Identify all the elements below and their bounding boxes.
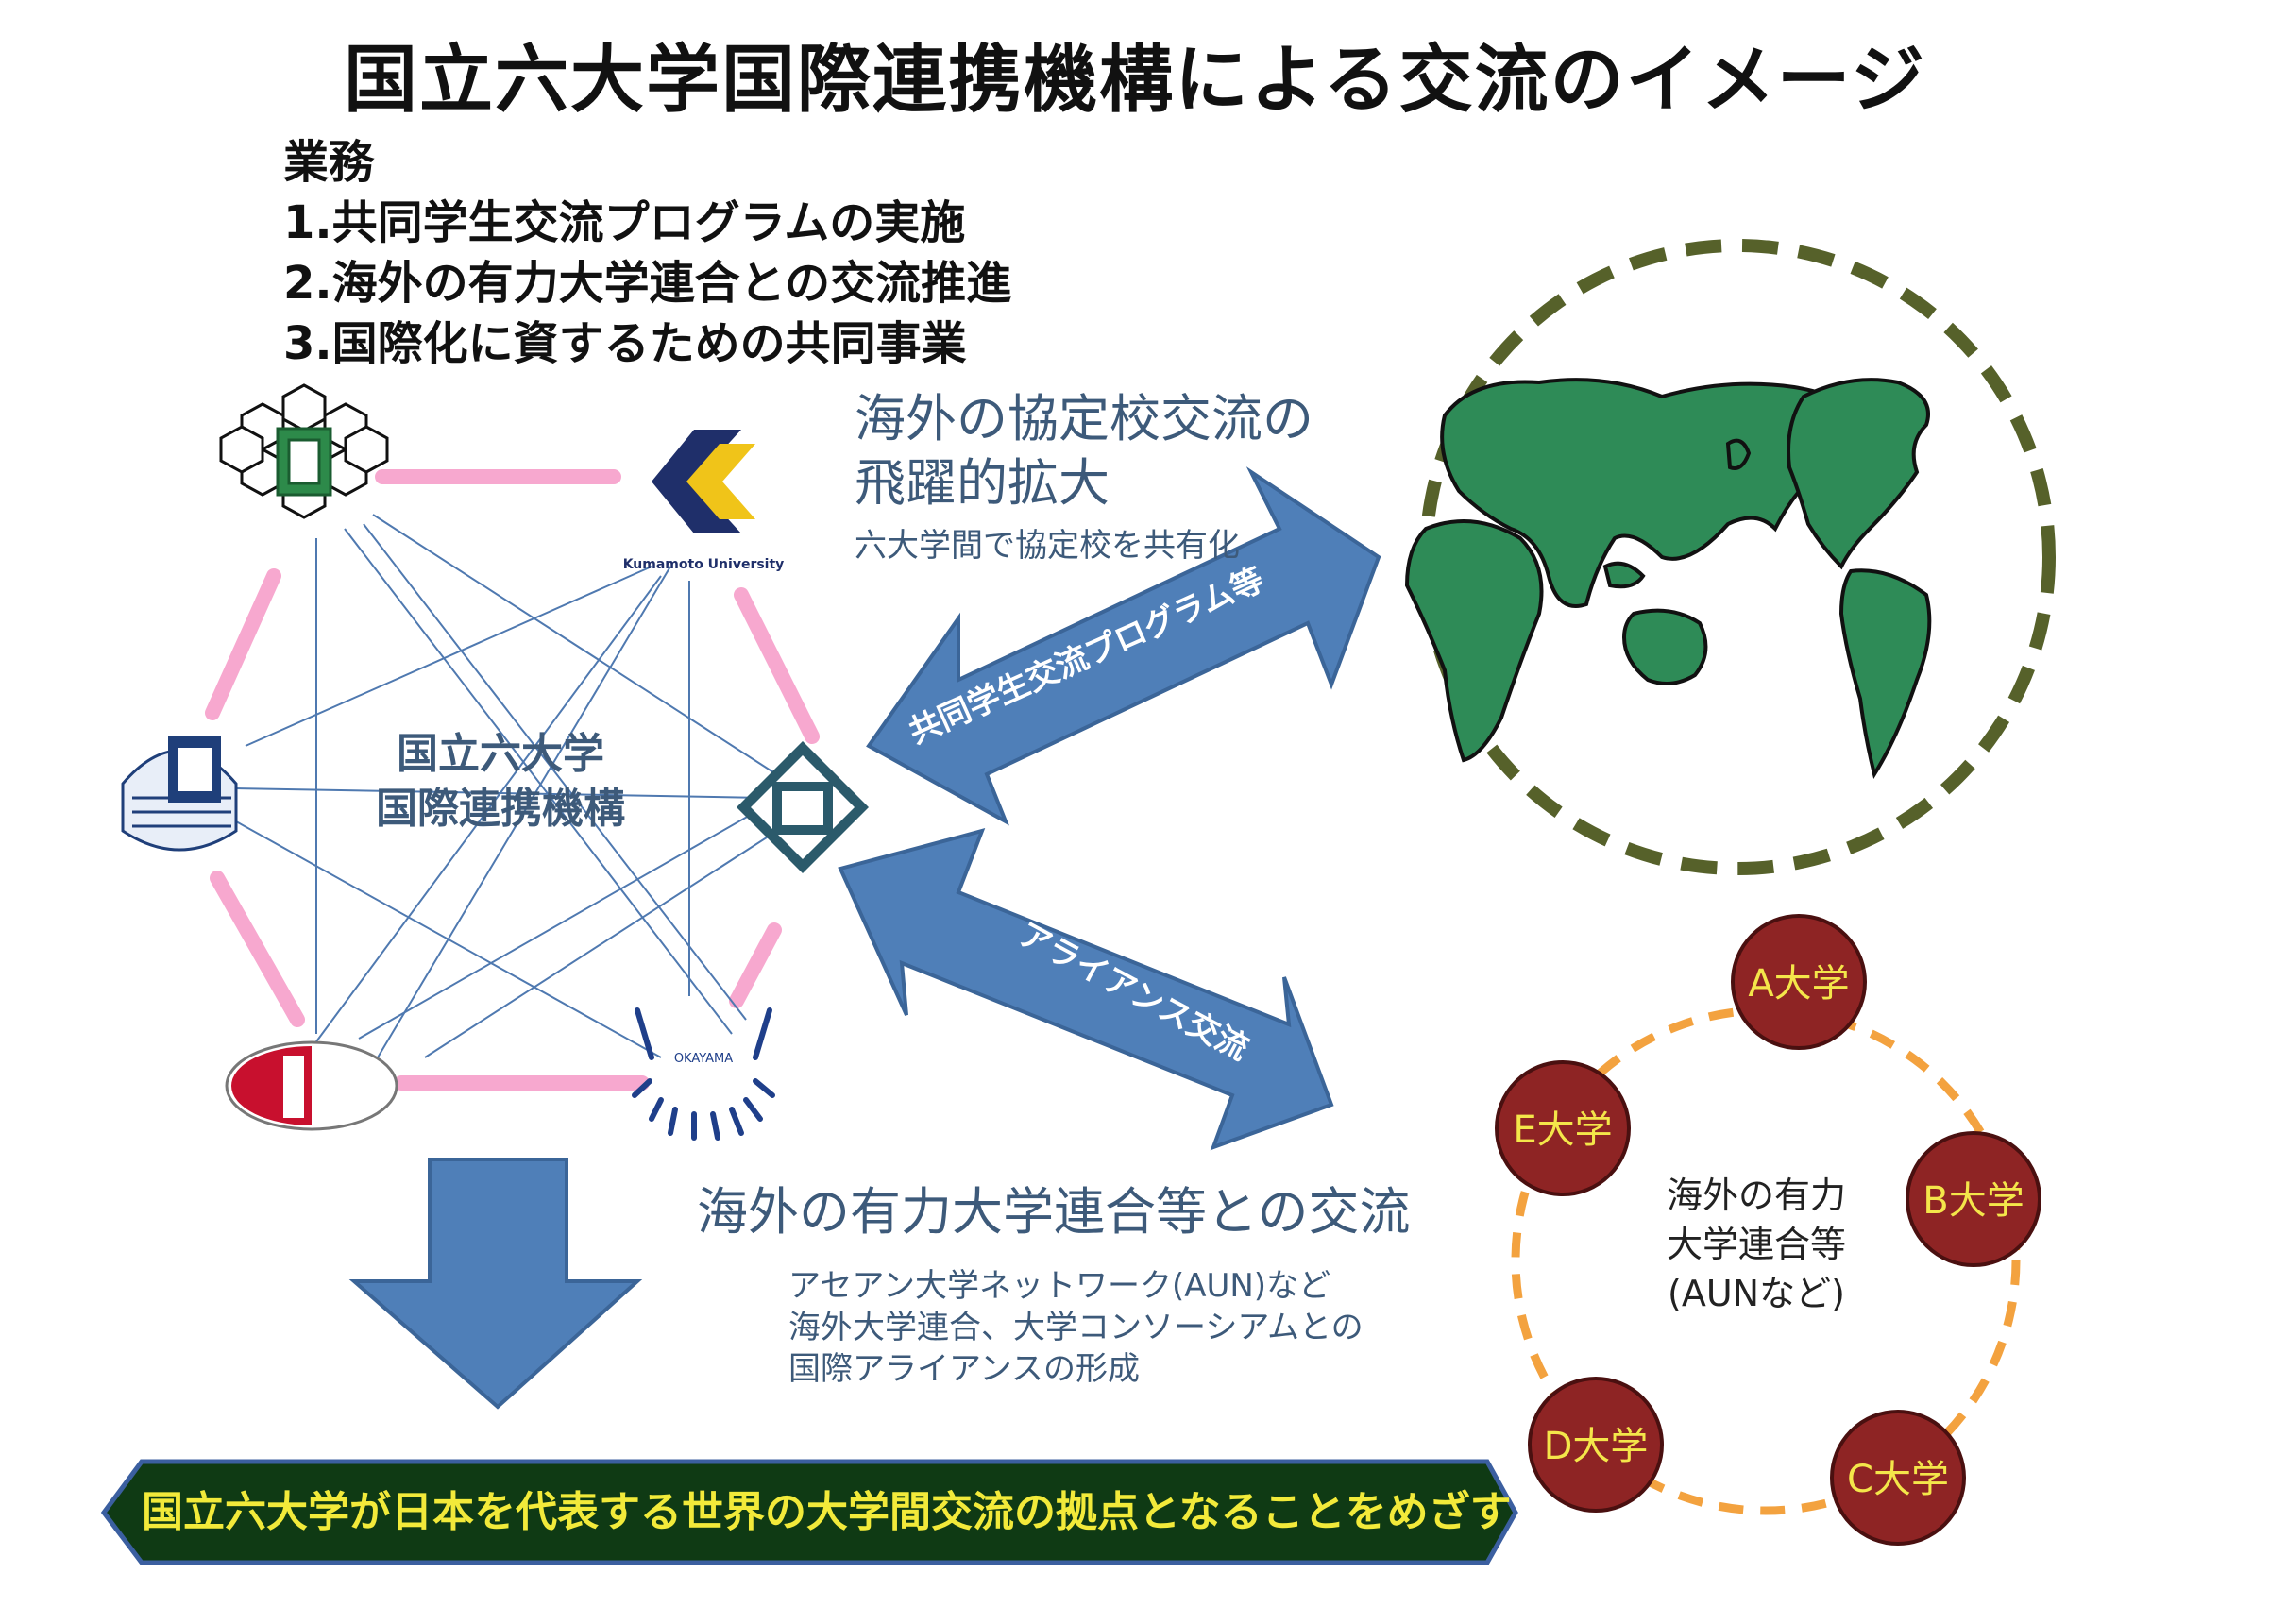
partner-exchange-heading-1: 海外の協定校交流の <box>855 389 1313 448</box>
world-map-continents <box>1404 378 1932 780</box>
logo-okayama-university: OKAYAMA <box>632 1007 775 1141</box>
edge-lower-right <box>729 922 782 1008</box>
duty-item: 2.海外の有力大学連合との交流推進 <box>283 257 1012 310</box>
connection-lines <box>235 514 785 1058</box>
logo-ship-university <box>121 736 238 852</box>
partner-exchange-block: 海外の協定校交流の 飛躍的拡大 六大学間で協定校を共有化 <box>855 387 1313 567</box>
edge-upper-left <box>205 568 281 720</box>
member-a: A大学 <box>1731 914 1867 1050</box>
alliance-exchange-details: アセアン大学ネットワーク(AUN)など 海外大学連合、大学コンソーシアムとの 国… <box>788 1267 1364 1388</box>
member-c: C大学 <box>1830 1410 1966 1546</box>
okayama-caption: OKAYAMA <box>674 1052 733 1066</box>
duties-heading: 業務 <box>283 136 375 189</box>
duty-item: 1.共同学生交流プログラムの実施 <box>283 196 966 249</box>
partner-exchange-heading-2: 飛躍的拡大 <box>855 453 1110 513</box>
logo-hex-university <box>219 383 389 519</box>
consortium-members: A大学 B大学 C大学 D大学 E大学 <box>1495 914 2041 1546</box>
alliance-exchange-heading: 海外の有力大学連合等との交流 <box>697 1182 1411 1242</box>
svg-text:B大学: B大学 <box>1923 1179 2024 1223</box>
svg-text:E大学: E大学 <box>1513 1108 1612 1152</box>
goal-banner-shape <box>100 1459 1518 1565</box>
goal-banner-text: 国立六大学が日本を代表する世界の大学間交流の拠点となることをめざす <box>142 1488 1512 1536</box>
logo-diamond-university <box>737 741 869 873</box>
upper-double-arrow <box>866 466 1381 826</box>
member-d: D大学 <box>1528 1377 1664 1513</box>
consortium-label: 海外の有力 大学連合等 (AUNなど) <box>1666 1175 1846 1314</box>
logo-red-oval-university <box>225 1040 398 1131</box>
member-b: B大学 <box>1906 1131 2041 1267</box>
logo-chevron-university: Kumamoto University <box>623 430 785 572</box>
duty-item: 3.国際化に資するための共同事業 <box>283 317 967 370</box>
svg-text:D大学: D大学 <box>1544 1425 1649 1468</box>
center-organization-label: 国立六大学 国際連携機構 <box>376 730 625 833</box>
edge-upper-right <box>734 587 820 744</box>
duties-list: 業務 1.共同学生交流プログラムの実施 2.海外の有力大学連合との交流推進 3.… <box>283 132 1011 374</box>
edge-lower-left <box>210 871 305 1027</box>
down-arrow <box>348 1158 643 1410</box>
hexagon-edges <box>205 469 820 1091</box>
svg-text:C大学: C大学 <box>1847 1458 1949 1501</box>
lower-double-arrow <box>838 828 1334 1151</box>
kumamoto-caption: Kumamoto University <box>623 557 785 572</box>
alliance-exchange-block: 海外の有力大学連合等との交流 <box>697 1180 1410 1244</box>
svg-text:A大学: A大学 <box>1748 962 1849 1006</box>
member-e: E大学 <box>1495 1060 1631 1196</box>
world-globe <box>1404 239 2056 875</box>
partner-exchange-sub: 六大学間で協定校を共有化 <box>855 527 1240 565</box>
page-title: 国立六大学国際連携機構による交流のイメージ <box>343 38 1927 123</box>
